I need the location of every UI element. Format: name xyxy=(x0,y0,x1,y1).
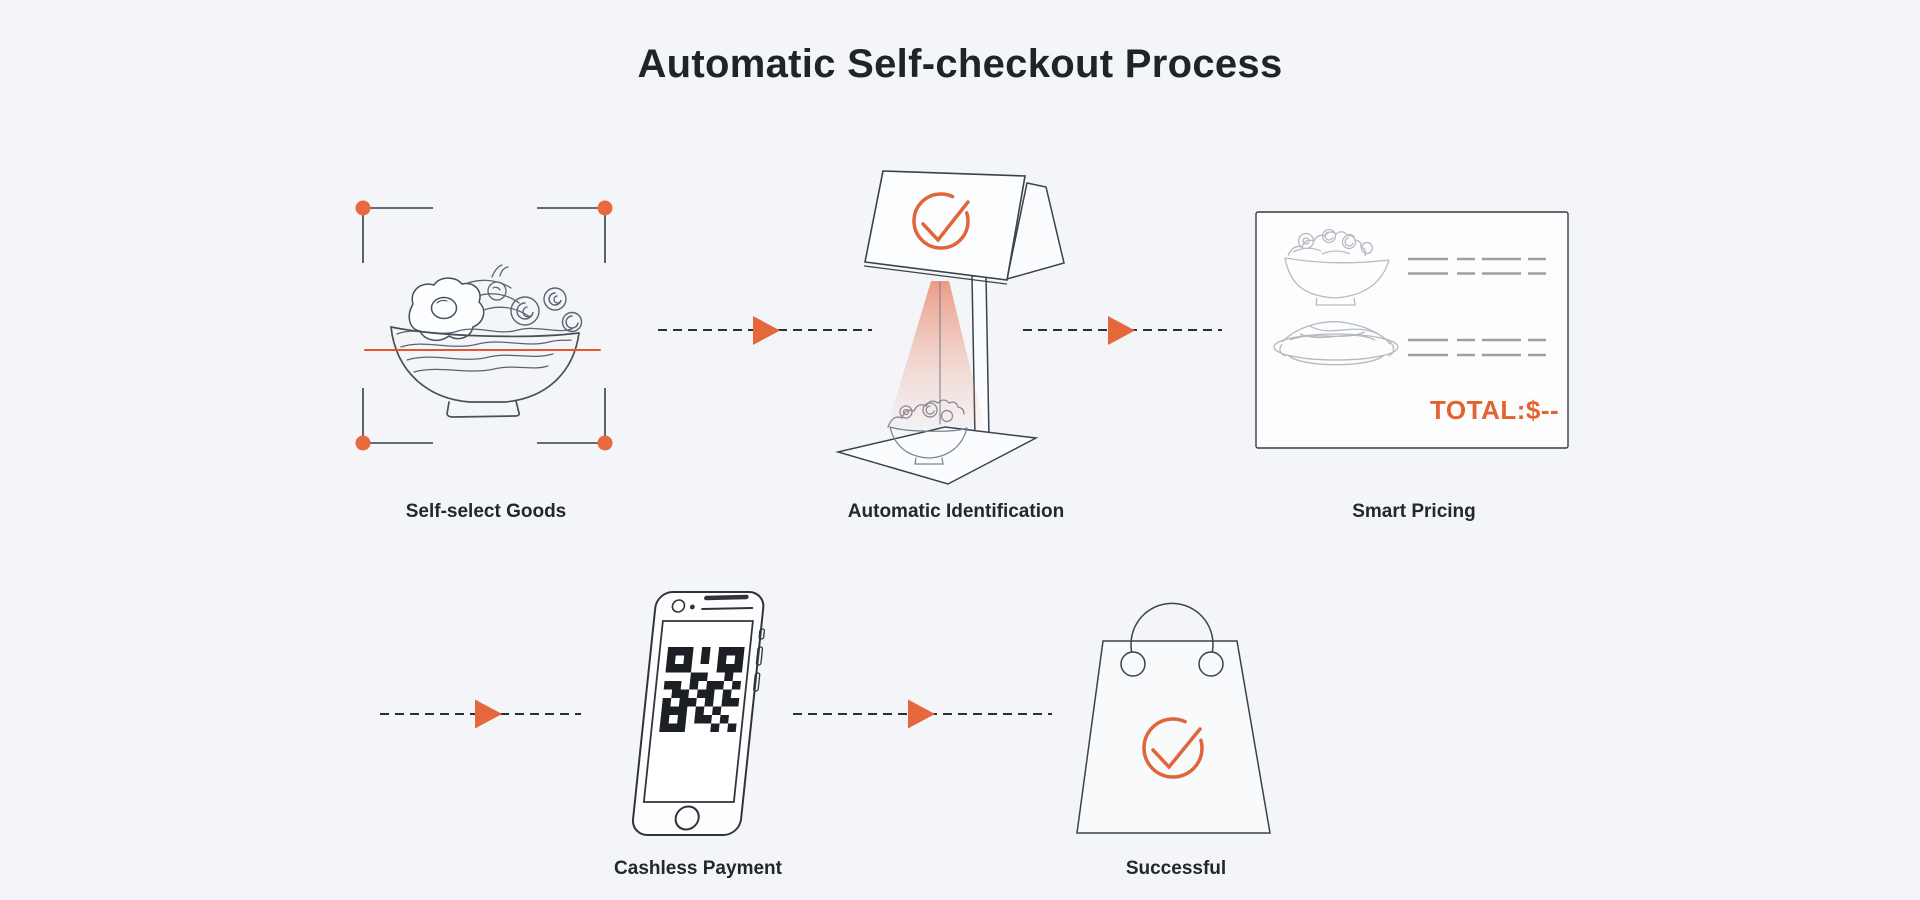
step-label-automatic-identification: Automatic Identification xyxy=(847,501,1065,522)
receipt-plate-art xyxy=(1273,321,1399,366)
kiosk-rear-screen xyxy=(1006,182,1065,281)
kiosk-screen-edge xyxy=(863,265,1008,285)
camera-icon xyxy=(671,599,686,613)
kiosk-base xyxy=(835,426,1039,485)
phone-illustration xyxy=(631,591,765,836)
frame-corner-line xyxy=(537,388,606,444)
noodle-bowl-illustration xyxy=(364,264,601,418)
scanner-beam xyxy=(887,281,985,428)
shopping-bag-illustration xyxy=(1076,602,1271,834)
bag-body xyxy=(1076,640,1271,834)
checkmark-icon xyxy=(1151,727,1202,770)
checkmark-circle-icon xyxy=(1142,717,1204,779)
flow-arrow-1 xyxy=(658,316,872,345)
checkmark-circle-icon xyxy=(912,192,970,250)
sensor-dot-icon xyxy=(689,604,695,610)
receipt-border xyxy=(1255,211,1569,449)
arrow-right-icon xyxy=(908,699,935,729)
frame-corner-line xyxy=(537,207,606,263)
frame-corner-dot xyxy=(355,435,371,451)
receipt-bowl-art xyxy=(1284,228,1390,306)
phone-side-buttons xyxy=(753,628,765,692)
frame-corner-dot xyxy=(597,200,613,216)
flow-arrow-4 xyxy=(793,699,1052,729)
home-button xyxy=(674,805,700,831)
kiosk-screen xyxy=(864,170,1026,281)
arrow-right-icon xyxy=(1108,316,1135,345)
frame-corner-line xyxy=(362,207,433,263)
checkmark-icon xyxy=(921,200,970,243)
step-label-successful: Successful xyxy=(1125,858,1227,879)
bag-handle xyxy=(1130,602,1214,658)
frame-corner-line xyxy=(362,388,433,444)
frame-corner-dot xyxy=(597,435,613,451)
price-dashes xyxy=(1408,257,1546,357)
speaker-line-icon xyxy=(701,607,754,610)
arrow-right-icon xyxy=(475,699,502,729)
step-label-self-select-goods: Self-select Goods xyxy=(405,501,567,522)
flow-arrow-2 xyxy=(1023,316,1222,345)
bag-grommet xyxy=(1198,651,1224,677)
kiosk-illustration xyxy=(835,170,1065,485)
bag-grommet xyxy=(1120,651,1146,677)
arrow-right-icon xyxy=(753,316,780,345)
selection-frame-icon xyxy=(355,200,613,451)
qr-code-icon xyxy=(659,647,745,732)
flow-arrow-3 xyxy=(380,699,581,729)
receipt-card xyxy=(1255,211,1569,449)
step-label-smart-pricing: Smart Pricing xyxy=(1352,501,1476,522)
receipt-total: TOTAL:$-- xyxy=(1430,395,1560,425)
step-label-cashless-payment: Cashless Payment xyxy=(614,858,782,879)
page-title: Automatic Self-checkout Process xyxy=(637,42,1283,86)
speaker-icon xyxy=(704,594,749,601)
frame-corner-dot xyxy=(355,200,371,216)
